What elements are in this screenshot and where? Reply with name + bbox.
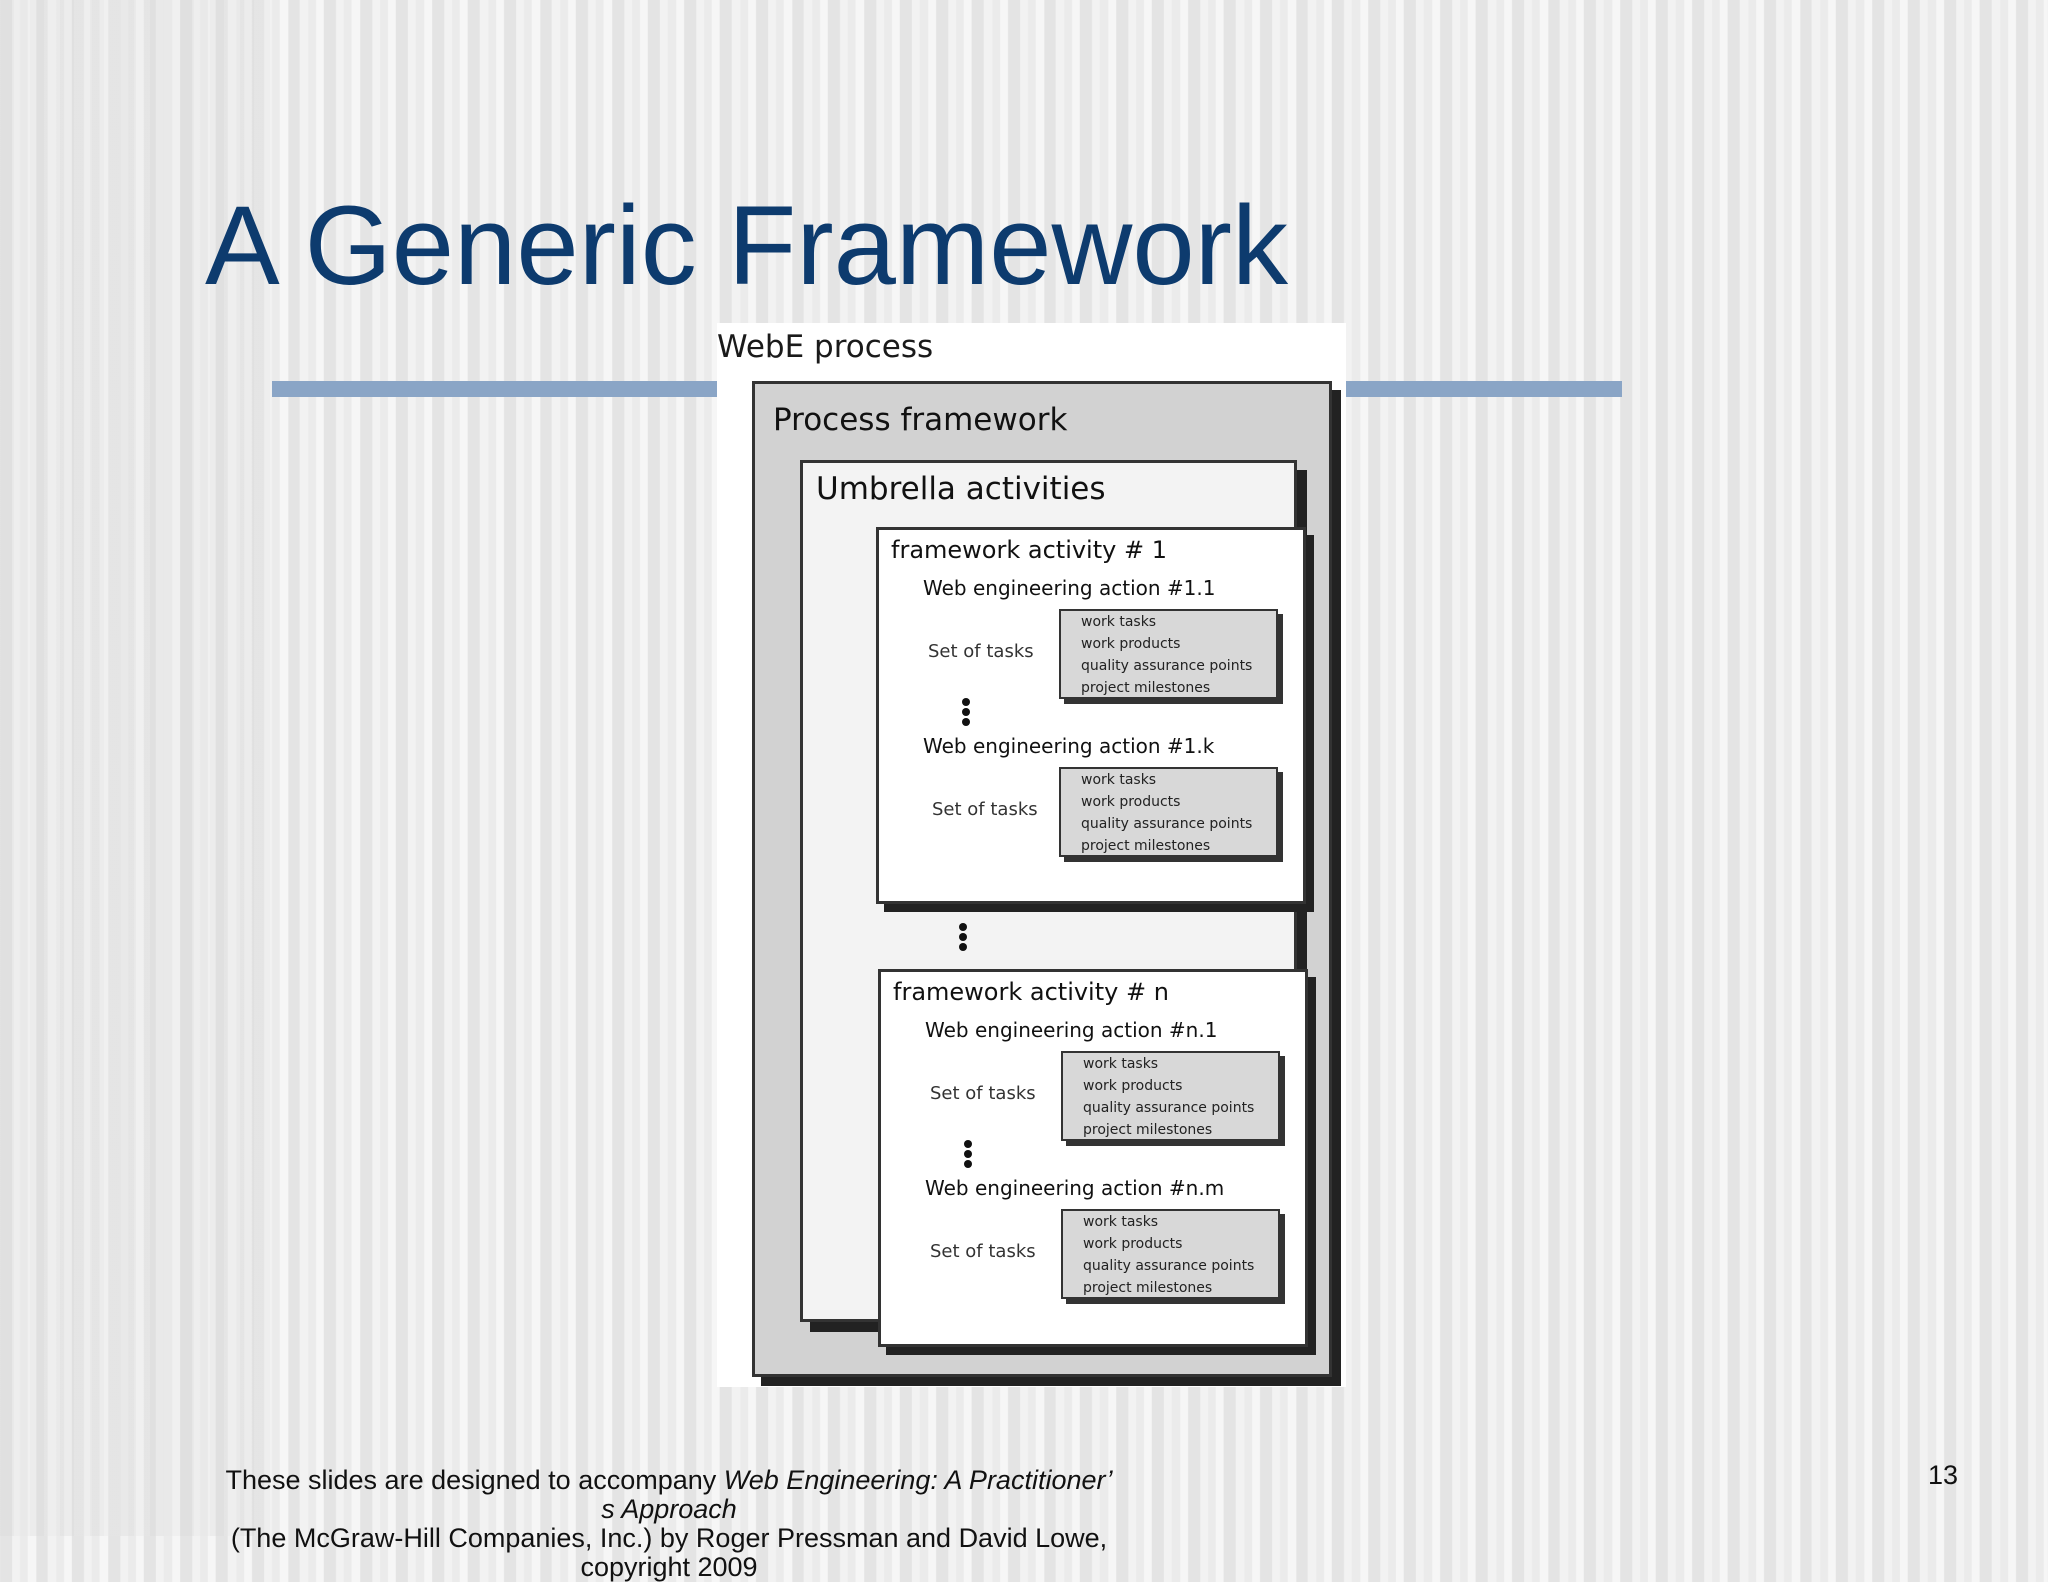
footer-line-2: (The McGraw-Hill Companies, Inc.) by Rog… — [230, 1523, 1108, 1582]
action-label: Web engineering action #1.k — [923, 734, 1215, 758]
ellipsis-dots — [964, 1140, 972, 1170]
page-number: 13 — [1928, 1460, 1959, 1490]
task-item: work products — [1081, 636, 1181, 652]
task-item: work tasks — [1081, 614, 1157, 630]
framework-activity-1: framework activity # 1 Web engineering a… — [876, 527, 1306, 904]
task-box: work tasks work products quality assuran… — [1061, 1209, 1280, 1299]
process-framework-label: Process framework — [773, 402, 1068, 438]
task-item: work tasks — [1083, 1056, 1159, 1072]
umbrella-activities-label: Umbrella activities — [816, 471, 1106, 507]
task-box: work tasks work products quality assuran… — [1061, 1051, 1280, 1141]
umbrella-activities-box: Umbrella activities framework activity #… — [800, 460, 1308, 1347]
action-label: Web engineering action #n.1 — [925, 1018, 1218, 1042]
task-item: quality assurance points — [1083, 1100, 1255, 1116]
task-box: work tasks work products quality assuran… — [1059, 767, 1278, 857]
framework-diagram: WebE process Process framework Umbrella … — [717, 323, 1346, 1387]
title-rule-left — [272, 381, 718, 397]
title-rule-right — [1346, 381, 1622, 397]
slide-title: A Generic Framework — [205, 183, 1288, 308]
task-item: work tasks — [1083, 1214, 1159, 1230]
task-item: work products — [1083, 1236, 1183, 1252]
set-of-tasks-label: Set of tasks — [930, 1241, 1036, 1262]
task-item: project milestones — [1081, 838, 1211, 854]
footer-prefix: These slides are designed to accompany — [225, 1465, 724, 1495]
task-item: quality assurance points — [1081, 658, 1253, 674]
task-item: project milestones — [1083, 1280, 1213, 1296]
task-item: quality assurance points — [1083, 1258, 1255, 1274]
task-item: work tasks — [1081, 772, 1157, 788]
background-stripes — [0, 0, 270, 1536]
framework-activity-label: framework activity # 1 — [891, 536, 1167, 564]
ellipsis-dots — [959, 923, 967, 953]
task-item: quality assurance points — [1081, 816, 1253, 832]
framework-activity-n: framework activity # n Web engineering a… — [878, 969, 1308, 1347]
footer-book-title: Web Engineering: A Practitioner’ s Appro… — [601, 1465, 1113, 1524]
footer-line-1: These slides are designed to accompany W… — [224, 1466, 1114, 1524]
task-item: project milestones — [1083, 1122, 1213, 1138]
task-item: work products — [1081, 794, 1181, 810]
task-item: work products — [1083, 1078, 1183, 1094]
action-label: Web engineering action #n.m — [925, 1176, 1225, 1200]
action-label: Web engineering action #1.1 — [923, 576, 1216, 600]
process-framework-box: Process framework Umbrella activities fr… — [752, 381, 1332, 1377]
set-of-tasks-label: Set of tasks — [928, 641, 1034, 662]
ellipsis-dots — [962, 698, 970, 728]
task-item: project milestones — [1081, 680, 1211, 696]
set-of-tasks-label: Set of tasks — [932, 799, 1038, 820]
diagram-title: WebE process — [717, 329, 934, 365]
framework-activity-label: framework activity # n — [893, 978, 1169, 1006]
slide-footer: These slides are designed to accompany W… — [224, 1466, 1114, 1582]
set-of-tasks-label: Set of tasks — [930, 1083, 1036, 1104]
task-box: work tasks work products quality assuran… — [1059, 609, 1278, 699]
